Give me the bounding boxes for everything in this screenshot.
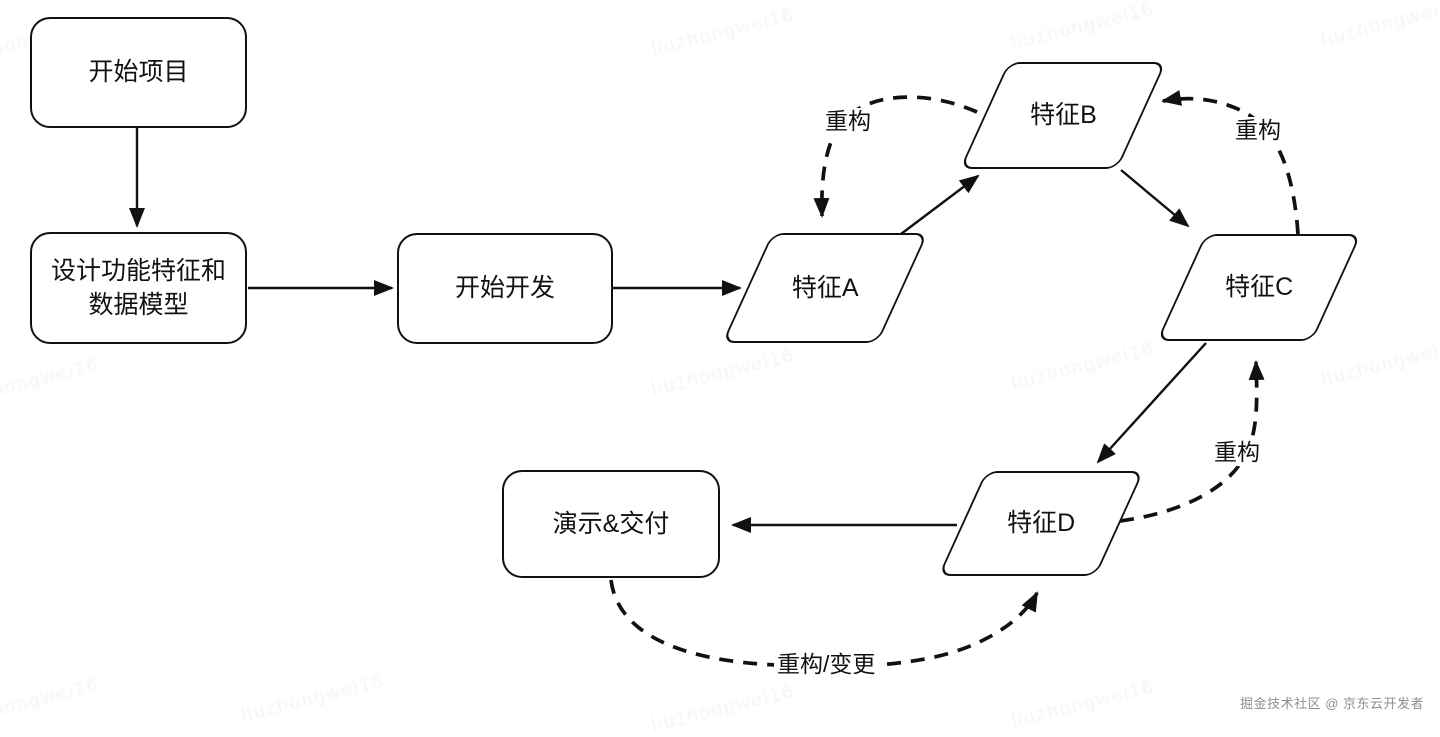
edge-label-refactor-d-to-c: 重构 [1211, 439, 1263, 467]
node-feature-c-label: 特征C [1224, 273, 1294, 302]
edge-label-refactor-deliver-to-d: 重构/变更 [774, 651, 879, 679]
node-start-project: 开始项目 [30, 17, 247, 128]
edge-featureB-to-featureC [1120, 169, 1190, 228]
node-start-development-label: 开始开发 [454, 274, 555, 303]
node-demo-deliver-label: 演示&交付 [552, 509, 670, 538]
edge-featureA-to-featureB [900, 174, 980, 235]
edge-label-refactor-c-to-b: 重构 [1232, 117, 1284, 145]
edge-featureC-to-featureD [1096, 342, 1207, 464]
node-feature-a-label: 特征A [791, 273, 859, 302]
edge-refactor-deliver-to-featureD [609, 579, 1039, 669]
credit-watermark: 掘金技术社区 @ 京东云开发者 [1240, 696, 1424, 711]
node-feature-d-label: 特征D [1006, 509, 1076, 538]
edge-label-refactor-b-to-a: 重构 [822, 108, 874, 136]
node-start-project-label: 开始项目 [88, 58, 189, 87]
edge-refactor-featureC-to-featureB [1161, 90, 1300, 235]
node-design-features-label: 设计功能特征和数据模型 [50, 256, 226, 320]
node-demo-deliver: 演示&交付 [502, 470, 720, 578]
node-start-development: 开始开发 [397, 233, 613, 344]
node-design-features: 设计功能特征和数据模型 [30, 232, 247, 344]
node-feature-b-label: 特征B [1029, 101, 1097, 130]
